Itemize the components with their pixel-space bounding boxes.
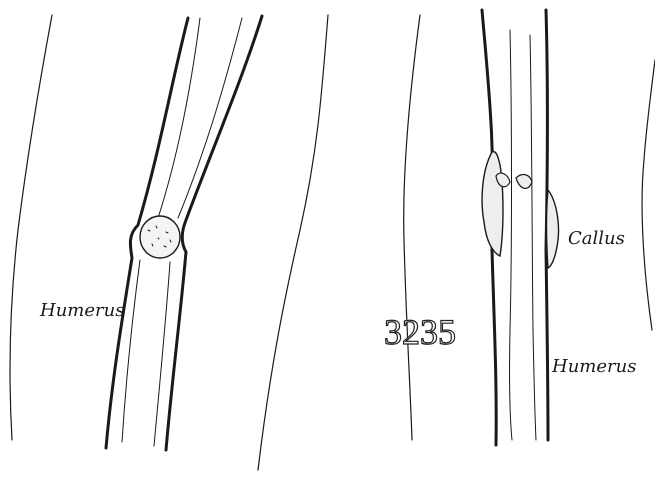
left-humerus-label: Humerus (39, 300, 124, 321)
right-limb-outline-left (404, 15, 420, 440)
specimen-number: 3235 (384, 312, 456, 352)
small-fragment-right (516, 175, 532, 189)
right-humerus-inner-left-edge (510, 30, 512, 440)
left-humerus-outer-right-edge (166, 16, 262, 450)
right-humerus-inner-right-edge (530, 35, 536, 440)
left-fracture-nodule (140, 216, 180, 258)
callus-label: Callus (568, 228, 625, 249)
right-humerus-label: Humerus (551, 356, 636, 377)
right-limb-outline-right (642, 60, 655, 330)
right-callus-mass (547, 190, 559, 268)
left-callus-mass (482, 152, 503, 256)
left-limb-outline-left (10, 15, 52, 440)
left-limb-outline-right (258, 15, 328, 470)
